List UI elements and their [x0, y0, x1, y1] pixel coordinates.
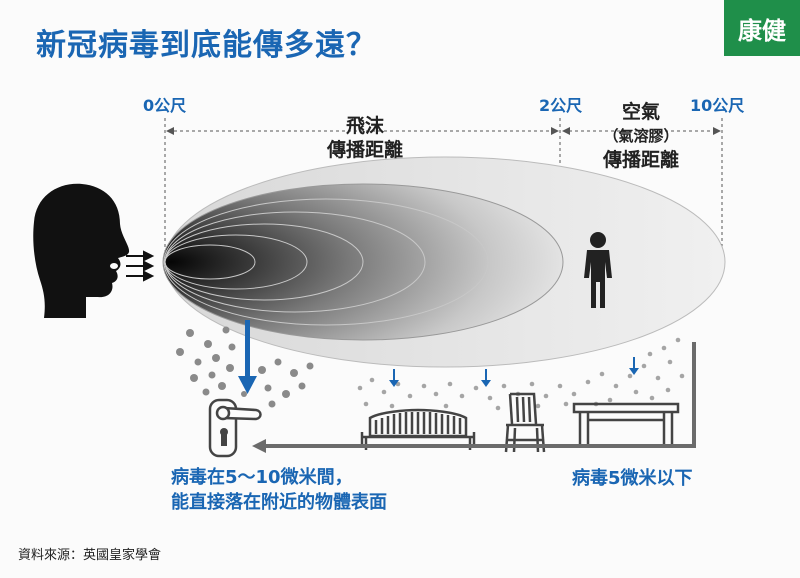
exhale-arrows-icon	[126, 250, 155, 282]
droplet-zone-label: 飛沫 傳播距離	[305, 114, 425, 162]
page-title: 新冠病毒到底能傳多遠？	[36, 28, 377, 63]
droplet-zone-line1: 飛沫	[345, 115, 384, 137]
distance-label-0m: 0公尺	[143, 96, 187, 115]
door-handle-icon	[208, 398, 262, 458]
return-path-arrow-icon	[252, 342, 696, 453]
aerosol-zone-line3: 傳播距離	[602, 149, 679, 171]
arrowhead-icon	[562, 127, 570, 135]
aerosol-zone-line1: 空氣	[621, 101, 660, 123]
aerosol-zone-label: 空氣 （氣溶膠） 傳播距離	[580, 100, 702, 172]
droplet-particles	[176, 326, 314, 408]
small-particle-note: 病毒5微米以下	[572, 468, 693, 489]
table-icon	[572, 402, 680, 446]
fall-arrow-icon	[238, 320, 257, 394]
large-particle-note-line1: 病毒在5～10微米間，	[171, 467, 353, 488]
arrowhead-icon	[551, 127, 559, 135]
source-credit: 資料來源：英國皇家學會	[18, 548, 162, 563]
mouth-icon	[110, 263, 118, 269]
contour-rings	[163, 198, 489, 326]
droplet-zone-line2: 傳播距離	[326, 139, 403, 161]
brand-logo: 康健	[724, 0, 800, 56]
large-particle-note-line2: 能直接落在附近的物體表面	[171, 492, 387, 513]
aerosol-particles	[357, 337, 685, 411]
head-silhouette-icon	[33, 183, 130, 318]
large-particle-note: 病毒在5～10微米間， 能直接落在附近的物體表面	[171, 465, 387, 515]
distance-label-2m: 2公尺	[539, 96, 583, 115]
arrowhead-icon	[713, 127, 721, 135]
person-icon	[584, 232, 612, 308]
distance-label-10m: 10公尺	[690, 96, 745, 115]
settle-arrows-icon	[389, 357, 639, 387]
bench-icon	[360, 408, 476, 450]
arrowhead-icon	[166, 127, 174, 135]
chair-icon	[504, 392, 546, 453]
aerosol-zone-line2: （氣溶膠）	[603, 127, 679, 145]
